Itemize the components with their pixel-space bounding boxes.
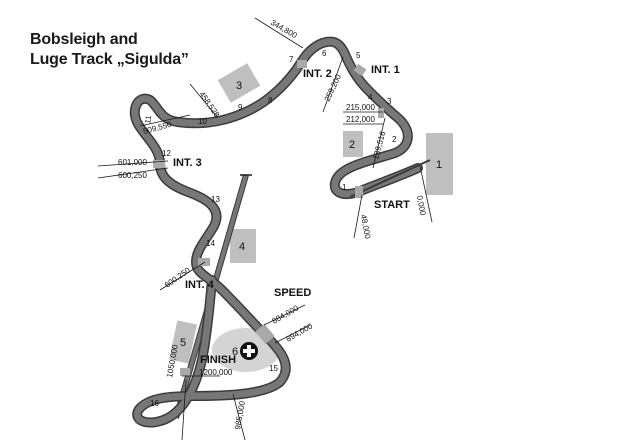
int4-marker xyxy=(198,258,210,266)
turn-2: 2 xyxy=(392,135,397,144)
building-1 xyxy=(426,133,453,195)
turn-8: 8 xyxy=(268,96,273,105)
marker-215 xyxy=(378,108,384,118)
start-line xyxy=(349,159,431,198)
start-marker xyxy=(355,186,363,198)
label-int2: INT. 2 xyxy=(303,68,332,80)
dist-212000: 212,000 xyxy=(346,115,375,124)
turn-14: 14 xyxy=(206,239,215,248)
track-path xyxy=(129,36,423,428)
building-label-2: 2 xyxy=(349,139,355,151)
title-line-2: Luge Track „Sigulda” xyxy=(30,51,189,68)
label-speed: SPEED xyxy=(274,287,311,299)
turn-16: 16 xyxy=(150,399,159,408)
turn-3: 3 xyxy=(387,97,392,106)
dist-215000: 215,000 xyxy=(346,103,375,112)
dist-985000: 985,000 xyxy=(233,400,247,431)
label-start: START xyxy=(374,199,410,211)
building-label-4: 4 xyxy=(239,241,245,253)
label-finish: FINISH xyxy=(200,354,236,366)
building-3 xyxy=(217,63,261,103)
dist-884000: 884,000 xyxy=(271,303,301,326)
distance-lines xyxy=(97,17,433,441)
title-line-1: Bobsleigh and xyxy=(30,31,138,48)
building-5 xyxy=(169,320,197,364)
finish-marker xyxy=(180,368,190,376)
dist-894000: 894,000 xyxy=(285,321,315,344)
turn-1: 1 xyxy=(342,183,347,192)
label-int3: INT. 3 xyxy=(173,157,202,169)
dist-458528: 458,528 xyxy=(197,90,221,119)
int1-marker xyxy=(353,63,367,77)
dist-1200000: 1200,000 xyxy=(199,368,233,377)
turn-10: 10 xyxy=(198,117,207,126)
dist-601000: 601,000 xyxy=(118,158,147,167)
turn-9: 9 xyxy=(238,103,243,112)
label-int4: INT. 4 xyxy=(185,279,215,291)
turn-13: 13 xyxy=(211,195,220,204)
turn-5: 5 xyxy=(356,51,361,60)
dist-0000: 0,000 xyxy=(415,195,427,217)
first-aid-cross-icon xyxy=(240,342,258,360)
dist-48000: 48,000 xyxy=(359,214,372,240)
int2-marker xyxy=(297,60,307,68)
turn-11: 11 xyxy=(143,114,153,124)
dist-600250a: 600,250 xyxy=(118,171,147,180)
int3-marker xyxy=(153,160,165,168)
turn-6: 6 xyxy=(322,49,327,58)
building-label-3: 3 xyxy=(236,80,242,92)
map-title: Bobsleigh and Luge Track „Sigulda” xyxy=(30,30,189,70)
turn-7: 7 xyxy=(289,55,294,64)
building-4 xyxy=(230,229,256,263)
turn-12: 12 xyxy=(162,149,171,158)
building-label-1: 1 xyxy=(436,159,442,171)
label-int1: INT. 1 xyxy=(371,64,400,76)
building-2 xyxy=(343,131,363,157)
turn-15: 15 xyxy=(269,364,278,373)
building-label-5: 5 xyxy=(180,337,186,349)
building-label-6: 6 xyxy=(232,346,238,358)
speed-marker xyxy=(255,324,275,344)
turn-4: 4 xyxy=(368,93,373,102)
